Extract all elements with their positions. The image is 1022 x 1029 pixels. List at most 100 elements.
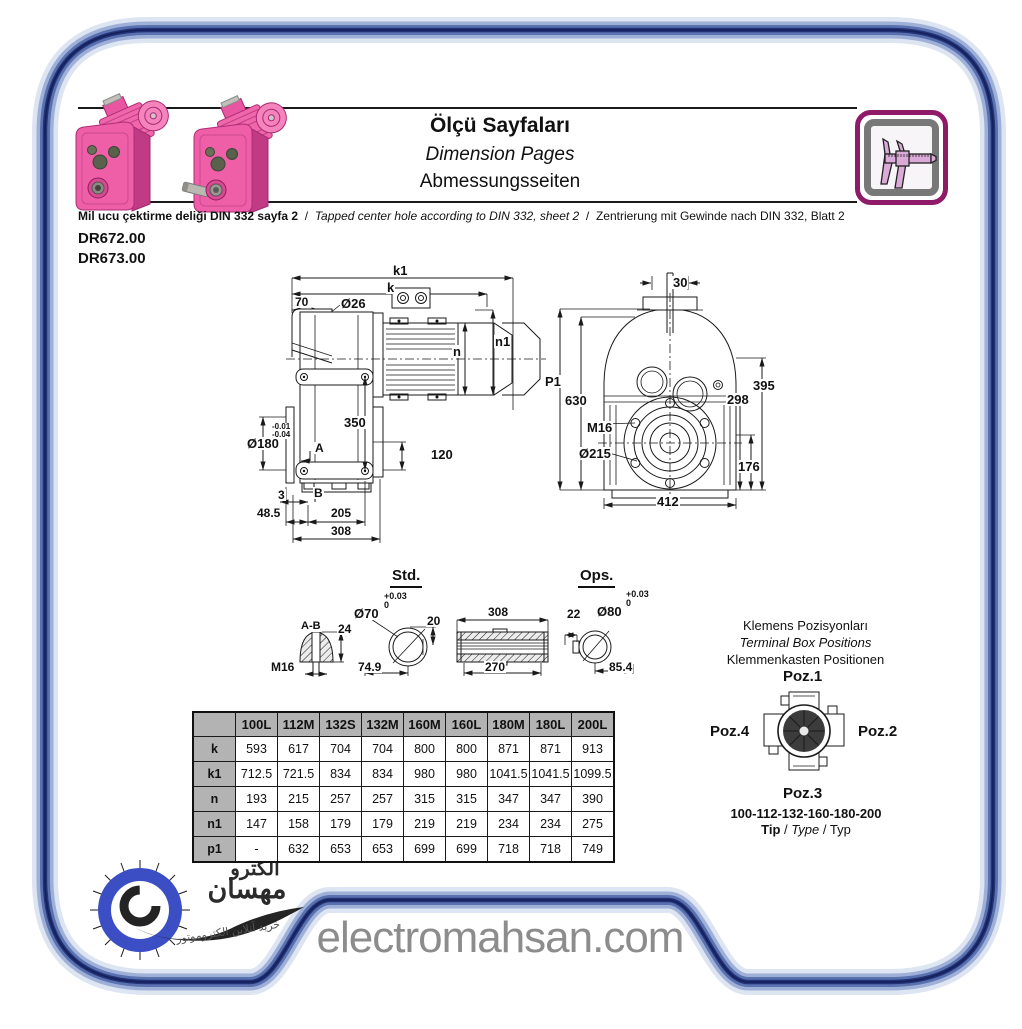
dim-176: 176: [737, 459, 761, 474]
table-cell: 215: [277, 786, 320, 812]
front-view-drawing: [557, 272, 766, 510]
dim-M16-std: M16: [270, 660, 296, 674]
logo-arabic-line1: الکترو: [230, 858, 280, 880]
table-cell: 834: [319, 761, 362, 787]
dim-dia26: Ø26: [340, 296, 367, 311]
model-number-2: DR673.00: [78, 250, 146, 267]
table-cell: 712.5: [235, 761, 278, 787]
table-cell: 315: [403, 786, 446, 812]
poz4-label: Poz.4: [710, 723, 750, 740]
gearmotor-1: [75, 93, 169, 212]
table-cell: 749: [571, 836, 615, 863]
table-cell: 913: [571, 736, 615, 762]
type-english: Type: [791, 822, 820, 837]
table-row-label: p1: [192, 836, 236, 863]
shaft-details-drawing: [299, 614, 634, 677]
type-german: Typ: [829, 822, 851, 837]
type-turkish: Tip: [761, 822, 781, 837]
table-column-header: 100L: [235, 711, 278, 737]
table-cell: 193: [235, 786, 278, 812]
dim-3: 3: [277, 488, 286, 502]
dim-dia80: Ø80: [596, 604, 623, 619]
table-cell: 704: [361, 736, 404, 762]
table-cell: 275: [571, 811, 615, 837]
table-cell: 219: [445, 811, 488, 837]
table-cell: 257: [319, 786, 362, 812]
terminal-box-diagram: [763, 691, 845, 771]
table-cell: 871: [487, 736, 530, 762]
model-number-1: DR672.00: [78, 230, 146, 247]
dim-dia70: Ø70: [353, 606, 380, 621]
dim-tol-plus-ops: +0.03: [625, 589, 650, 599]
table-cell: 219: [403, 811, 446, 837]
frame-sizes-line: 100-112-132-160-180-200: [730, 806, 882, 821]
dim-70: 70: [294, 295, 310, 309]
type-separator: /: [784, 822, 788, 837]
gear-icon: [90, 860, 304, 960]
poz3-label: Poz.3: [783, 785, 823, 802]
poz2-label: Poz.2: [858, 723, 898, 740]
table-column-header: 160M: [403, 711, 446, 737]
dim-308-std: 308: [487, 605, 510, 619]
table-row-label: k1: [192, 761, 236, 787]
table-column-header: [192, 711, 236, 737]
table-column-header: 132S: [319, 711, 362, 737]
table-cell: 653: [319, 836, 362, 863]
table-cell: 699: [403, 836, 446, 863]
table-cell: 257: [361, 786, 404, 812]
note-turkish: Mil ucu çektirme deliği DIN 332 sayfa 2: [78, 209, 299, 223]
table-cell: 1099.5: [571, 761, 615, 787]
table-cell: 718: [487, 836, 530, 863]
dim-74-9: 74.9: [357, 660, 383, 674]
table-cell: 632: [277, 836, 320, 863]
table-cell: -: [235, 836, 278, 863]
dim-k1: k1: [392, 263, 409, 278]
dim-k: k: [386, 280, 396, 295]
dim-298: 298: [726, 392, 750, 407]
dim-M16-front: M16: [586, 420, 614, 435]
dim-A: A: [314, 441, 325, 455]
table-cell: 704: [319, 736, 362, 762]
table-column-header: 200L: [571, 711, 615, 737]
note-german: Zentrierung mit Gewinde nach DIN 332, Bl…: [595, 209, 845, 223]
table-cell: 347: [529, 786, 572, 812]
table-cell: 179: [319, 811, 362, 837]
dim-395: 395: [752, 378, 776, 393]
note-separator: /: [304, 209, 309, 223]
table-cell: 593: [235, 736, 278, 762]
table-row-label: n: [192, 786, 236, 812]
ops-title: Ops.: [578, 567, 616, 588]
type-line: Tip / Type / Typ: [716, 822, 896, 837]
dim-270: 270: [484, 660, 507, 674]
terminal-title-german: Klemmenkasten Positionen: [726, 652, 885, 667]
dim-tol-zero-ops: 0: [625, 598, 633, 608]
dim-dia180: Ø180: [246, 436, 280, 451]
dim-n: n: [452, 344, 462, 359]
dim-350: 350: [343, 415, 367, 430]
din-note: Mil ucu çektirme deliği DIN 332 sayfa 2 …: [78, 209, 845, 223]
header-bottom-rule: [78, 201, 857, 203]
page-title: Ölçü Sayfaları Dimension Pages Abmessung…: [260, 114, 740, 193]
dim-tol-lower: -0.04: [271, 430, 292, 439]
table-row-label: n1: [192, 811, 236, 837]
product-photo-gearmotors: [75, 93, 287, 214]
dim-22: 22: [566, 607, 582, 621]
note-english: Tapped center hole according to DIN 332,…: [314, 209, 580, 223]
dim-308-bottom: 308: [330, 524, 353, 538]
caliper-icon: [880, 137, 937, 189]
table-cell: 147: [235, 811, 278, 837]
table-cell: 617: [277, 736, 320, 762]
std-title: Std.: [390, 567, 423, 588]
dim-n1: n1: [494, 334, 512, 349]
dim-tol-plus-std: +0.03: [383, 591, 408, 601]
table-cell: 315: [445, 786, 488, 812]
table-cell: 834: [361, 761, 404, 787]
title-english: Dimension Pages: [425, 144, 575, 165]
table-cell: 871: [529, 736, 572, 762]
